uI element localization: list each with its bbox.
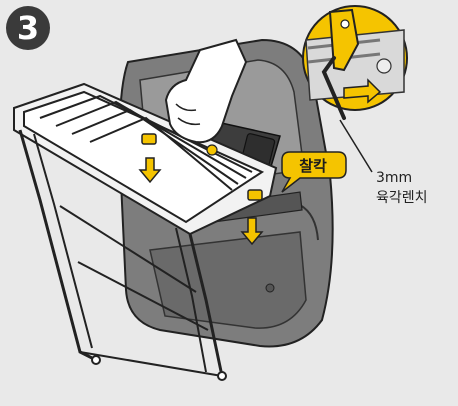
- tool-label: 3mm 육각렌치: [376, 168, 428, 208]
- rail-clamps: [141, 133, 263, 201]
- leader-line: [339, 119, 373, 173]
- tool-size: 3mm: [376, 170, 413, 186]
- step-number-badge: 3: [6, 6, 50, 50]
- down-arrow-icon: [240, 217, 264, 246]
- bike-rack: [13, 82, 278, 381]
- down-arrow-icon: [138, 157, 162, 184]
- hand-illustration: [164, 38, 248, 144]
- callout-bubble: [281, 151, 347, 193]
- magnified-clamp-icon: [302, 5, 408, 120]
- hex-wrench-icon: [321, 56, 346, 120]
- callout-text: 찰칵: [299, 156, 327, 175]
- tool-name: 육각렌치: [376, 190, 428, 206]
- step-number: 3: [16, 9, 40, 47]
